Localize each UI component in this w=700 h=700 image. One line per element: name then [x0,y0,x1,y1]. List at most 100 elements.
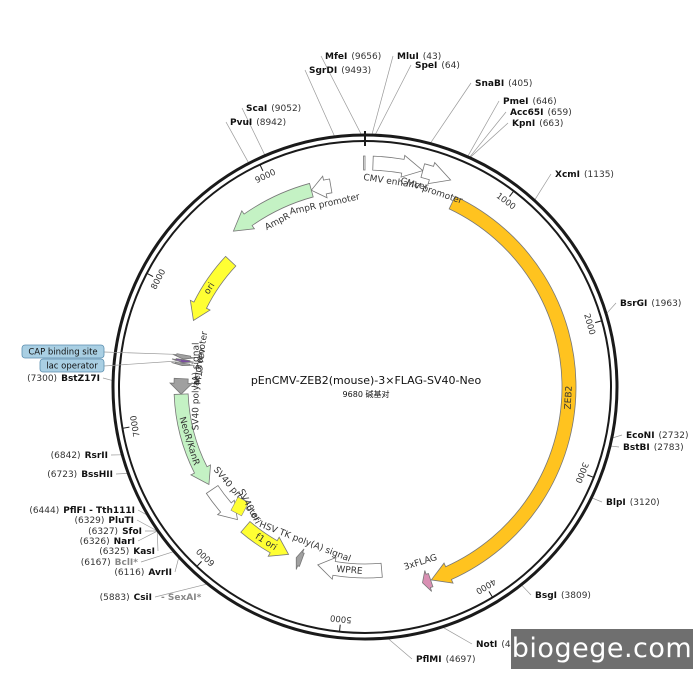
label-zeb2: ZEB2 [564,385,575,409]
site-kasi: (6325)KasI [99,547,155,557]
feature-ampr-promoter [310,175,333,199]
site-pvui: PvuI(8942) [230,118,286,128]
feature-ori [189,255,237,322]
box-lac-operator [39,358,105,373]
tick-label: 4000 [474,576,498,596]
tick-mark [122,426,130,429]
feature-sv40-poly-a-signal [169,377,193,395]
tick-mark [595,320,603,324]
site-leader [115,473,128,475]
site-leader [140,551,174,563]
site-sexai: - SexAI* [161,593,202,603]
site-leader [371,55,394,135]
site-leader [534,173,552,200]
site-leader [443,627,473,645]
watermark: biogege.com [511,629,693,669]
feature-cmv-enhancer [363,155,366,171]
box-label-cap-binding-site: CAP binding site [28,348,97,358]
site-leader [137,509,147,516]
tick-mark [587,474,594,478]
feature-arrows [169,154,577,592]
site-leader [304,69,335,137]
site-xcmi: XcmI(1135) [555,170,614,180]
site-leader [102,377,113,381]
feature-neor-kanr [173,393,212,486]
tick-label: 1000 [494,191,517,212]
label-sv40-poly-a-signal: SV40 poly(A) signal [191,342,201,430]
tick-label: 7000 [129,415,142,438]
site-mlui: MluI(43) [397,52,441,62]
sv40-ori-marker [230,496,249,517]
label-m13-rev: M13 rev [194,347,208,385]
feature-m13-rev [171,361,194,366]
site-avrii: (6116)AvrII [114,568,172,578]
site-mfei: MfeI(9656) [325,52,381,62]
plasmid-name: pEnCMV-ZEB2(mouse)-3×FLAG-SV40-Neo [251,374,482,387]
tick-mark [146,272,154,278]
boxed-labels: CAP binding site lac operator [21,344,182,373]
tick-mark [339,624,341,632]
site-bsshii: (6723)BssHII [47,470,113,480]
site-leader [136,519,157,532]
site-rsrii: (6842)RsrII [51,451,108,461]
site-csii: (5883)CsiI [100,593,152,603]
site-bsrgi: BsrGI(1963) [620,299,681,309]
feature-wpre [317,556,383,581]
site-pflfi-tth111i: (6444)PflFI - Tth111I [29,506,135,516]
site-leader [241,107,266,155]
site-sfoi: (6327)SfoI [88,527,142,537]
tick-mark [259,164,264,172]
tick-label: 9000 [254,168,278,186]
site-leader [470,122,509,158]
site-leader [388,638,413,660]
site-snabi: SnaBI(405) [475,79,532,89]
tick-mark [488,591,494,598]
tick-label: 8000 [149,268,168,292]
site-spei: SpeI(64) [415,61,460,71]
site-pflmi: PflMI(4697) [416,655,476,665]
tick-label: 5000 [330,612,353,624]
site-leader [430,82,472,143]
label-3xflag: 3xFLAG [403,553,439,573]
site-leader [521,585,532,596]
site-leader [154,583,207,598]
feature-ampr [232,182,314,232]
site-leader [592,497,603,503]
box-leader [103,351,182,355]
plasmid-size: 9680 碱基对 [343,389,390,399]
feature-cmv-enhancer [372,154,424,178]
feature-cmv-promoter [420,161,452,185]
site-blpi: BlpI(3120) [606,498,660,508]
box-cap-binding-site [21,344,105,359]
tick-mark [196,561,202,567]
site-leader [137,530,158,542]
site-leader [606,302,617,314]
site-sgrdi: SgrDI(9493) [309,66,371,76]
site-leader [467,100,500,157]
tick-label: 2000 [581,313,596,337]
site-scai: ScaI(9052) [246,104,301,114]
site-bstbi: BstBI(2783) [623,443,684,453]
site-leader [612,434,623,439]
label-wpre: WPRE [336,565,363,577]
site-bsgi: BsgI(3809) [535,591,591,601]
feature-f1-ori [240,520,290,557]
site-leader [320,55,362,135]
site-leader [469,111,507,158]
box-label-lac-operator: lac operator [46,362,98,372]
site-pluti: (6329)PluTI [74,516,134,526]
site-leader [610,445,620,448]
feature-zeb2 [430,195,577,584]
box-leader [103,360,181,367]
site-leader [156,531,159,552]
site-bstz17i: (7300)BstZ17I [27,374,100,384]
site-econi: EcoNI(2732) [626,431,688,441]
tick-mark [509,190,515,197]
site-bcli: (6167)BclI* [81,558,139,568]
tick-label: 3000 [573,461,590,485]
feature-3xflag [422,570,434,592]
feature-lac-operator [171,358,194,363]
feature-hsv-tk-poly-a-signal [295,548,305,570]
site-leader [225,121,249,163]
